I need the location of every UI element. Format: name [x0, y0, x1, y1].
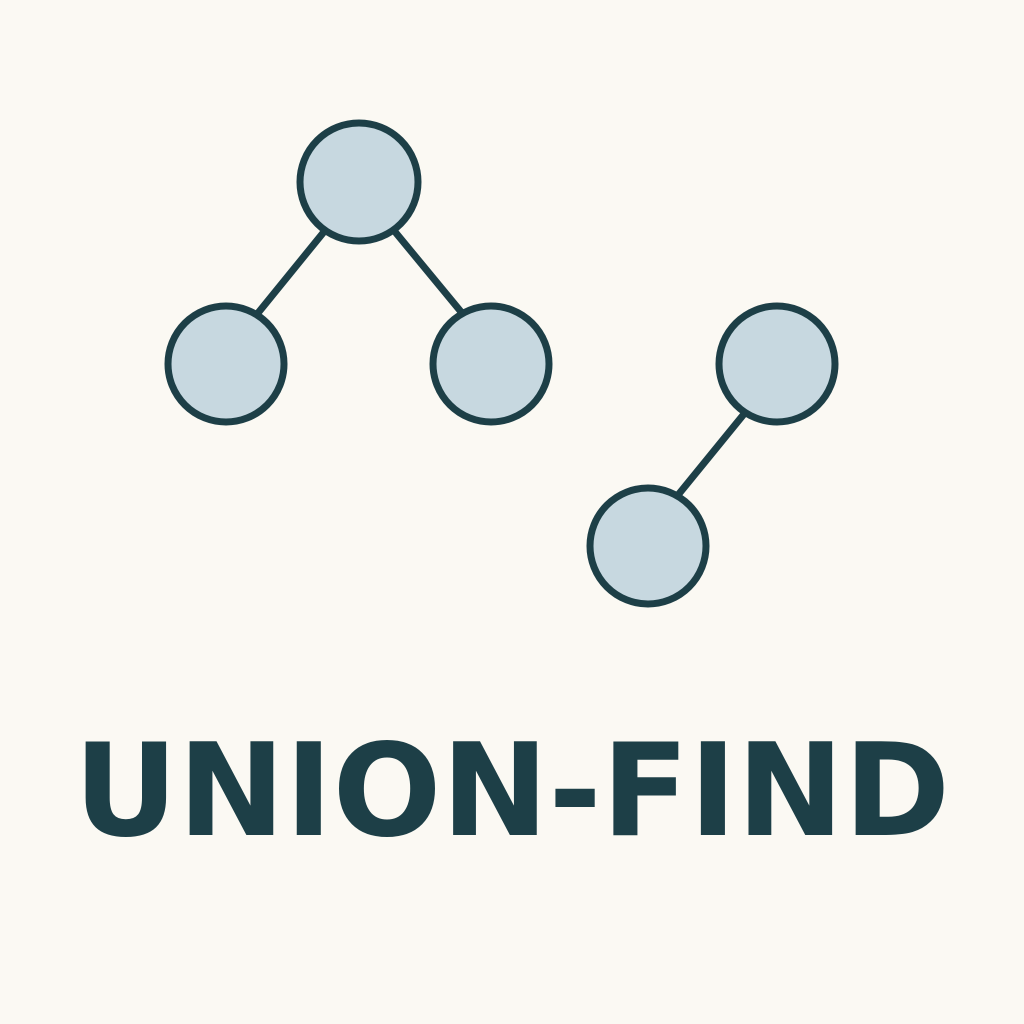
diagram-title: UNION-FIND — [73, 717, 951, 866]
edge-a-b — [254, 229, 327, 317]
edge-d-e — [674, 410, 748, 499]
tree-1 — [164, 119, 553, 426]
node-c — [429, 302, 553, 426]
tree-2 — [586, 302, 839, 608]
node-a — [296, 119, 422, 245]
edge-a-c — [392, 229, 466, 317]
node-e — [586, 484, 710, 608]
node-d — [715, 302, 839, 426]
node-b — [164, 302, 288, 426]
